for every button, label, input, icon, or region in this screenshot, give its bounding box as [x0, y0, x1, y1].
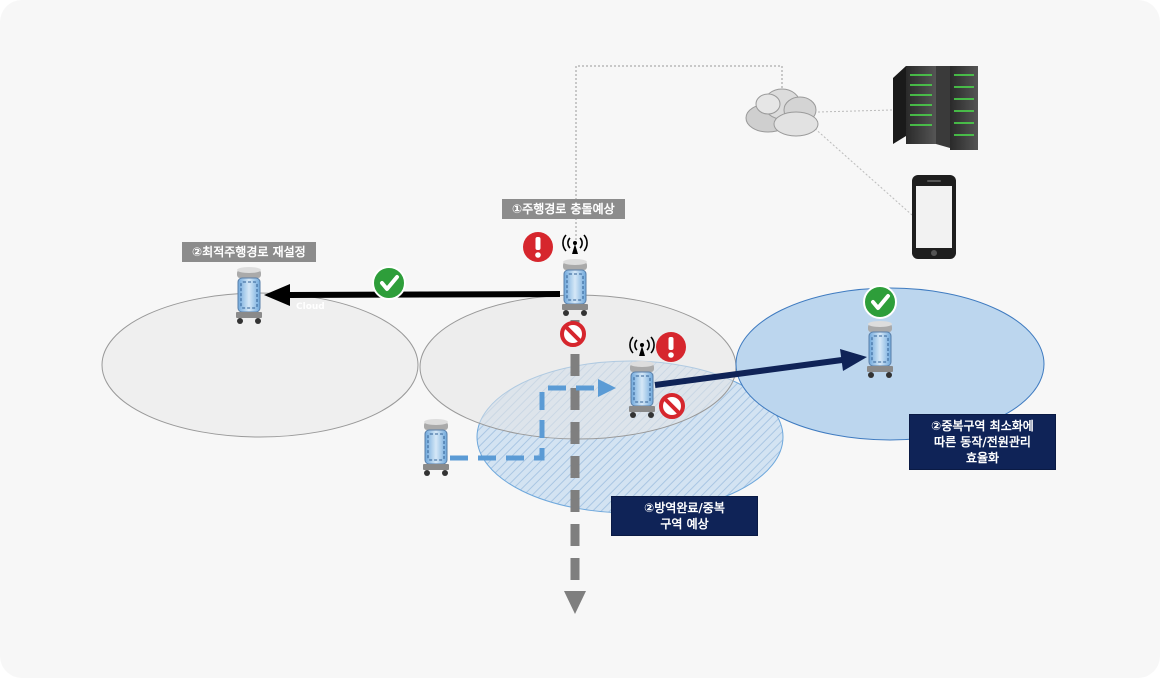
reroute-arrow [289, 291, 561, 298]
disinfect-label: ②방역완료/중복 구역 예상 [611, 496, 758, 536]
robot-icon-center [628, 360, 656, 419]
robot-icon-right [866, 320, 894, 379]
robot-icon-bottom-left [422, 418, 450, 477]
cloud-icon [745, 88, 819, 137]
disinfect-label-line1: ②방역완료/중복 [644, 501, 725, 515]
minimize-label: ②중복구역 최소화에 따른 동작/전원관리 효율화 [909, 414, 1056, 470]
collision-label-text: ①주행경로 충돌예상 [512, 202, 615, 216]
cloud-server-link [817, 109, 893, 113]
collision-label: ①주행경로 충돌예상 [502, 199, 625, 219]
alert-icon-top [523, 232, 553, 262]
alert-icon-center [656, 332, 686, 362]
robot-cloud-link [575, 65, 783, 240]
collision-path-arrowhead [564, 591, 586, 614]
reroute-arrowhead [264, 284, 290, 306]
navy-arrowhead [840, 349, 867, 371]
smartphone-icon [912, 175, 956, 259]
server-icon [893, 66, 978, 150]
blue-dashed-path [450, 385, 600, 461]
disinfect-label-line2: 구역 예상 [660, 517, 709, 531]
check-icon-right [862, 284, 898, 320]
reroute-label-text: ②최적주행경로 재설정 [192, 245, 306, 259]
minimize-label-line3: 효율화 [965, 451, 1000, 465]
navy-arrow [654, 357, 843, 388]
minimize-label-line2: 따른 동작/전원관리 [934, 435, 1031, 449]
no-entry-icon-center [659, 393, 685, 419]
robot-icon-top [561, 258, 589, 317]
robot-icon-left [235, 266, 263, 325]
blue-dashed-arrowhead [598, 379, 616, 397]
reroute-label: ②최적주행경로 재설정 [182, 242, 316, 262]
wireless-signal-icon-top [562, 234, 588, 255]
no-entry-icon-top [560, 321, 586, 347]
check-icon-left [371, 265, 407, 301]
robot-tag-text: Cloud [296, 302, 325, 312]
minimize-label-line1: ②중복구역 최소화에 [931, 419, 1034, 433]
